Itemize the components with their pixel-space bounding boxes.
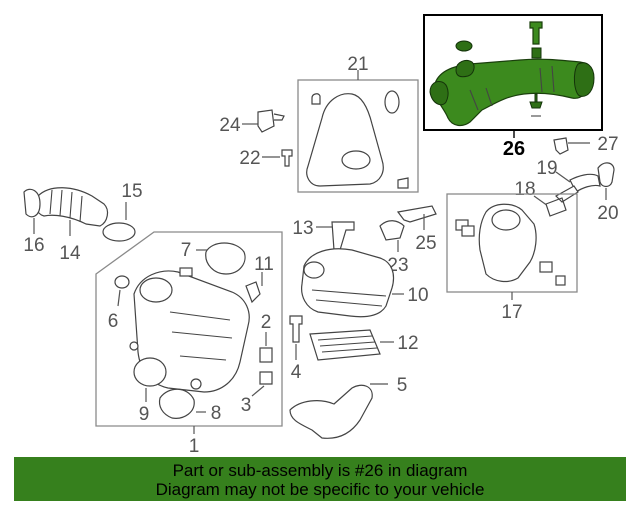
part-17-fitting-c: [539, 261, 553, 273]
part-20-hose: [597, 162, 615, 188]
part-10-port: [303, 261, 325, 279]
part-26-group[interactable]: 26: [423, 14, 603, 160]
part-17-group[interactable]: 17: [446, 193, 578, 323]
part-12-filter: [309, 329, 381, 361]
part-1-box: [95, 231, 283, 427]
callout-16[interactable]: 16: [23, 235, 44, 256]
part-26-cap: [455, 40, 473, 52]
part-23-bracket: [379, 220, 405, 241]
part-17-fitting-b: [461, 225, 475, 237]
callout-14[interactable]: 14: [59, 243, 81, 264]
part-4-bolt: [289, 315, 303, 343]
part-7-seal: [205, 242, 246, 275]
part-1-ribs: [169, 311, 233, 361]
part-21-resonator: [306, 93, 384, 187]
part-15-clamp: [102, 222, 136, 242]
part-6-grommet: [114, 275, 130, 289]
part-26-inlet: [429, 81, 449, 106]
callout-21[interactable]: 21: [347, 54, 368, 75]
callout-11[interactable]: 11: [254, 254, 274, 275]
part-12-pleats: [317, 335, 378, 353]
callout-15[interactable]: 15: [121, 181, 142, 202]
callout-10[interactable]: 10: [407, 285, 428, 306]
part-11-clip: [245, 281, 261, 304]
part-19-hose: [569, 173, 601, 193]
part-7-clip: [179, 267, 193, 277]
callout-4[interactable]: 4: [291, 362, 302, 383]
callout-17[interactable]: 17: [501, 302, 522, 323]
callout-9[interactable]: 9: [139, 404, 150, 425]
part-21-clip-a: [311, 93, 321, 105]
callout-1[interactable]: 1: [189, 436, 200, 457]
part-1-group[interactable]: 1 6 7 11 2 3 9 8: [95, 231, 283, 457]
part-8-seal: [158, 388, 195, 419]
callout-24[interactable]: 24: [219, 115, 241, 136]
part-27-bracket: [553, 137, 569, 155]
callout-20[interactable]: 20: [597, 203, 618, 224]
part-26-ribs: [469, 65, 555, 111]
part-22-bolt: [281, 149, 293, 167]
leader-6: [117, 289, 121, 307]
part-2-grommet: [259, 347, 273, 363]
callout-27[interactable]: 27: [597, 134, 618, 155]
part-26-outlet: [573, 62, 595, 97]
part-26-clip: [529, 93, 543, 109]
part-26-port: [455, 59, 475, 78]
callout-13[interactable]: 13: [292, 218, 313, 239]
part-10-cover: [301, 248, 395, 318]
part-26-box: [423, 14, 603, 131]
part-21-group[interactable]: 21: [297, 54, 419, 193]
callout-12[interactable]: 12: [397, 333, 418, 354]
callout-8[interactable]: 8: [211, 403, 222, 424]
callout-6[interactable]: 6: [108, 311, 119, 332]
part-21-grommet: [384, 90, 400, 114]
callout-2[interactable]: 2: [261, 312, 272, 333]
part-10-ribs: [311, 289, 387, 307]
part-9-screw: [129, 341, 139, 351]
callout-19[interactable]: 19: [536, 158, 557, 179]
info-banner: Part or sub-assembly is #26 in diagram D…: [14, 457, 626, 501]
callout-3[interactable]: 3: [241, 395, 252, 416]
banner-line-1: Part or sub-assembly is #26 in diagram: [172, 461, 468, 480]
part-3-collar: [259, 371, 273, 385]
callout-26[interactable]: 26: [503, 138, 525, 160]
part-18-joint: [545, 185, 579, 217]
callout-22[interactable]: 22: [239, 148, 260, 169]
part-21-clip-b: [397, 177, 409, 189]
part-17-fitting-d: [555, 275, 566, 286]
part-8-grommet: [190, 378, 202, 390]
leader-3: [251, 385, 265, 397]
part-26-grommet: [531, 47, 542, 59]
part-13-sensor: [331, 221, 355, 251]
part-25-bracket: [396, 205, 437, 223]
part-9-clamp: [133, 357, 167, 387]
part-5-bracket: [289, 384, 373, 439]
callout-25[interactable]: 25: [415, 233, 436, 254]
part-17-bore: [491, 209, 521, 231]
part-24-bracket: [257, 109, 285, 133]
callout-18[interactable]: 18: [514, 179, 535, 200]
callout-5[interactable]: 5: [397, 375, 408, 396]
leader-19: [555, 171, 571, 183]
part-26-bolt: [529, 21, 543, 45]
part-1-inlet: [139, 277, 173, 303]
banner-line-2: Diagram may not be specific to your vehi…: [155, 480, 485, 499]
callout-7[interactable]: 7: [181, 240, 192, 261]
part-14-duct: [35, 187, 109, 227]
part-14-ribs: [49, 189, 83, 223]
part-21-port: [341, 150, 371, 170]
part-26-intake-tube[interactable]: [433, 58, 592, 127]
part-16-clip: [23, 188, 41, 218]
